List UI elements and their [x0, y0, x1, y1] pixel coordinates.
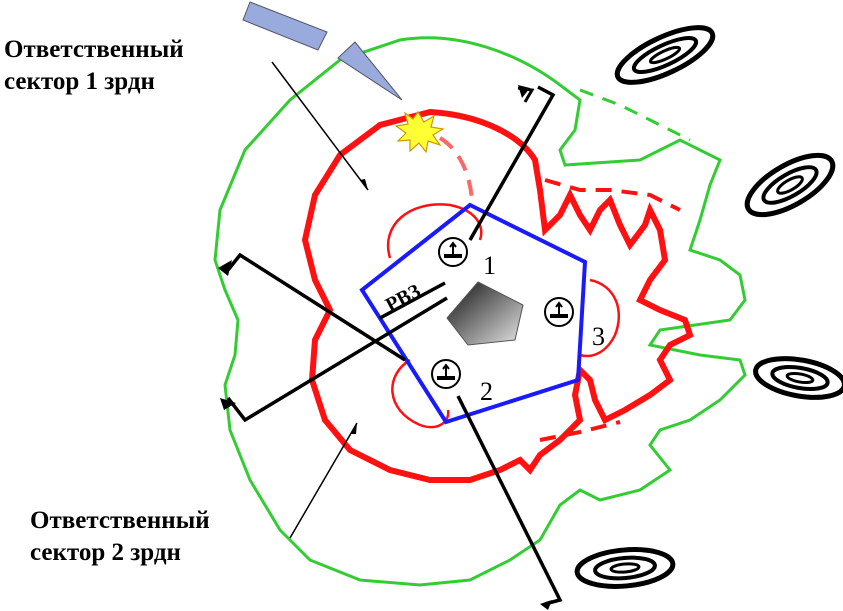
pointer-lines: [271, 61, 369, 539]
rvz-underline: [379, 281, 446, 320]
direction-line-3: [226, 252, 406, 362]
missile-marker-2: [337, 41, 403, 101]
direction-line-4: [456, 395, 563, 606]
rvz-label: РВЗ: [382, 280, 425, 317]
launcher-icon: [431, 359, 461, 389]
aircraft-contour-icon: [574, 547, 676, 589]
battery-number-2: 2: [480, 377, 493, 406]
green-dashed-segment: [579, 88, 691, 142]
red-dashed-segment-top: [438, 136, 474, 201]
battery-number-1: 1: [483, 251, 496, 280]
launcher-icon: [438, 237, 468, 267]
red-dashed-segment-right: [544, 178, 681, 212]
sector-1-label-line2: сектор 1 зрдн: [4, 68, 155, 95]
red-inner-arc-right: [579, 278, 621, 358]
sector-1-label-line1: Ответственный: [4, 36, 184, 63]
explosion-burst-icon: [394, 110, 445, 154]
missile-marker-1: [242, 1, 328, 51]
direction-line-1: [468, 85, 556, 241]
sector-2-label: Ответственный сектор 2 зрдн: [30, 505, 210, 569]
aircraft-contour-icon: [744, 152, 836, 218]
direction-line-2: [226, 296, 448, 423]
arrow-head-top: [518, 85, 530, 98]
green-detection-boundary: [213, 36, 747, 587]
sector-2-label-line2: сектор 2 зрдн: [30, 539, 181, 566]
pointer-line-sector2: [289, 422, 358, 539]
sector-2-label-line1: Ответственный: [30, 507, 210, 534]
arrow-head-bottom: [540, 600, 552, 610]
red-dashed-segment-bottom: [539, 420, 621, 442]
battery-number-3: 3: [592, 322, 605, 351]
blue-pentagon-boundary: [359, 202, 588, 425]
pentagon-object-icon: [446, 281, 524, 346]
pointer-arrowhead-sector2: [350, 423, 357, 434]
aircraft-contour-icon: [614, 25, 716, 85]
pointer-line-sector1: [271, 61, 369, 191]
arrow-head-upper-left: [218, 260, 232, 276]
pointer-arrowhead-sector1: [360, 179, 368, 190]
arrow-head-lower-left: [220, 398, 236, 410]
launcher-icon: [544, 297, 574, 327]
sector-1-label: Ответственный сектор 1 зрдн: [4, 34, 184, 98]
aircraft-contour-icon: [753, 356, 843, 400]
